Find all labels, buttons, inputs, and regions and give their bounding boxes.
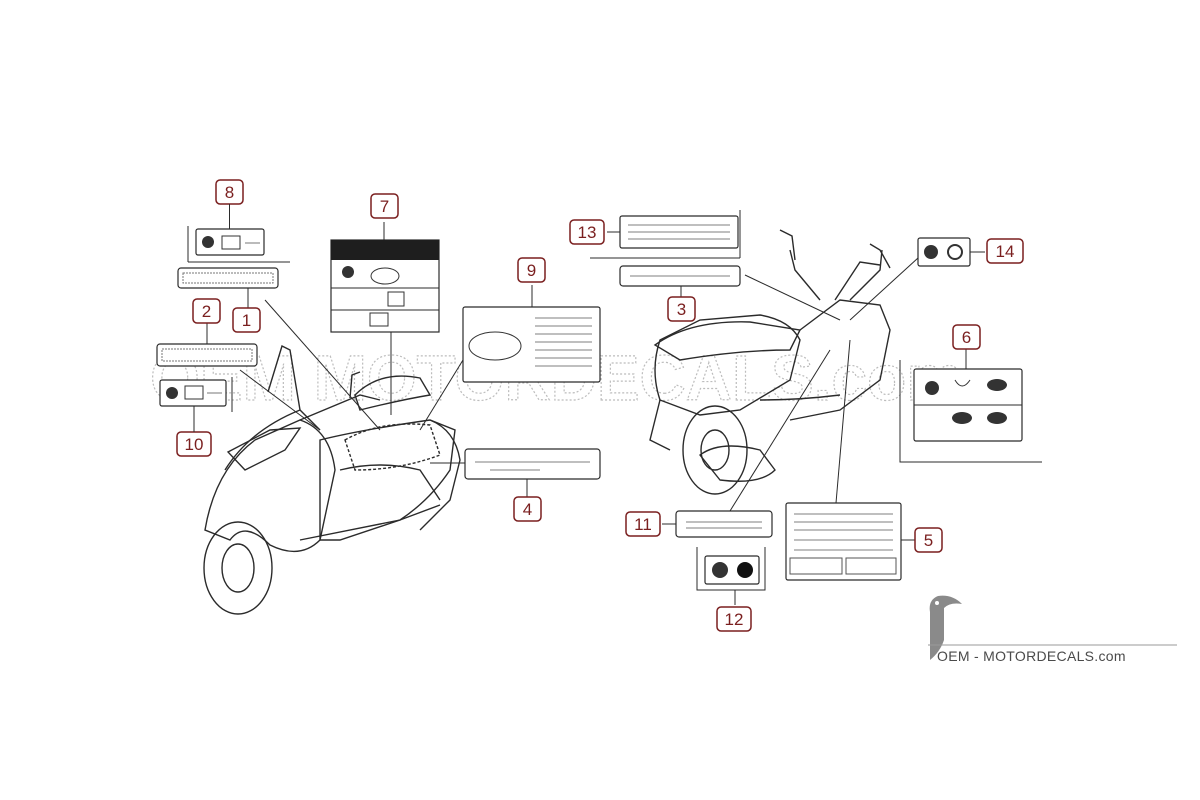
callout-label: 7 xyxy=(380,197,389,216)
toucan-icon xyxy=(929,595,962,660)
callout-label: 6 xyxy=(962,328,971,347)
decal-5 xyxy=(785,339,915,581)
callout-6: 6 xyxy=(952,324,981,350)
front-wheel xyxy=(203,521,273,615)
callout-label: 8 xyxy=(225,183,234,202)
decal-11 xyxy=(662,349,831,538)
decal-7 xyxy=(330,222,440,415)
callout-label: 1 xyxy=(242,311,251,330)
decal-4 xyxy=(430,448,601,497)
decal-1 xyxy=(177,267,381,431)
callout-2: 2 xyxy=(192,298,221,324)
brand-logo: OEM - MOTORDECALS.com xyxy=(928,595,1177,664)
callout-label: 12 xyxy=(725,610,744,629)
callout-3: 3 xyxy=(667,296,696,322)
brand-text: OEM - MOTORDECALS.com xyxy=(937,648,1126,664)
decal-3 xyxy=(619,265,841,321)
callout-label: 10 xyxy=(185,435,204,454)
callout-label: 5 xyxy=(924,531,933,550)
callout-12: 12 xyxy=(716,606,752,632)
decal-13 xyxy=(590,210,741,259)
decal-8 xyxy=(187,226,290,263)
callout-11: 11 xyxy=(625,511,661,537)
decal-10 xyxy=(159,377,233,412)
callout-7: 7 xyxy=(370,193,399,219)
callout-label: 11 xyxy=(634,515,652,534)
scooter-front-view xyxy=(203,345,461,615)
callout-label: 9 xyxy=(527,261,536,280)
callout-5: 5 xyxy=(914,527,943,553)
callout-label: 4 xyxy=(523,500,532,519)
callout-label: 3 xyxy=(677,300,686,319)
callout-1: 1 xyxy=(232,307,261,333)
decal-12 xyxy=(696,547,766,605)
callout-label: 2 xyxy=(202,302,211,321)
rear-wheel xyxy=(682,405,748,495)
callouts: 1 2 3 4 5 6 7 8 xyxy=(176,179,1024,632)
decal-2 xyxy=(156,323,321,431)
callout-4: 4 xyxy=(513,496,542,522)
decal-6 xyxy=(899,348,1042,463)
callout-13: 13 xyxy=(569,219,605,245)
decal-9 xyxy=(419,285,601,431)
callout-14: 14 xyxy=(986,238,1024,264)
callout-10: 10 xyxy=(176,406,212,457)
callout-9: 9 xyxy=(517,257,546,283)
decal-14 xyxy=(849,237,985,321)
callout-label: 14 xyxy=(996,242,1015,261)
callout-label: 13 xyxy=(578,223,597,242)
callout-8: 8 xyxy=(215,179,244,229)
